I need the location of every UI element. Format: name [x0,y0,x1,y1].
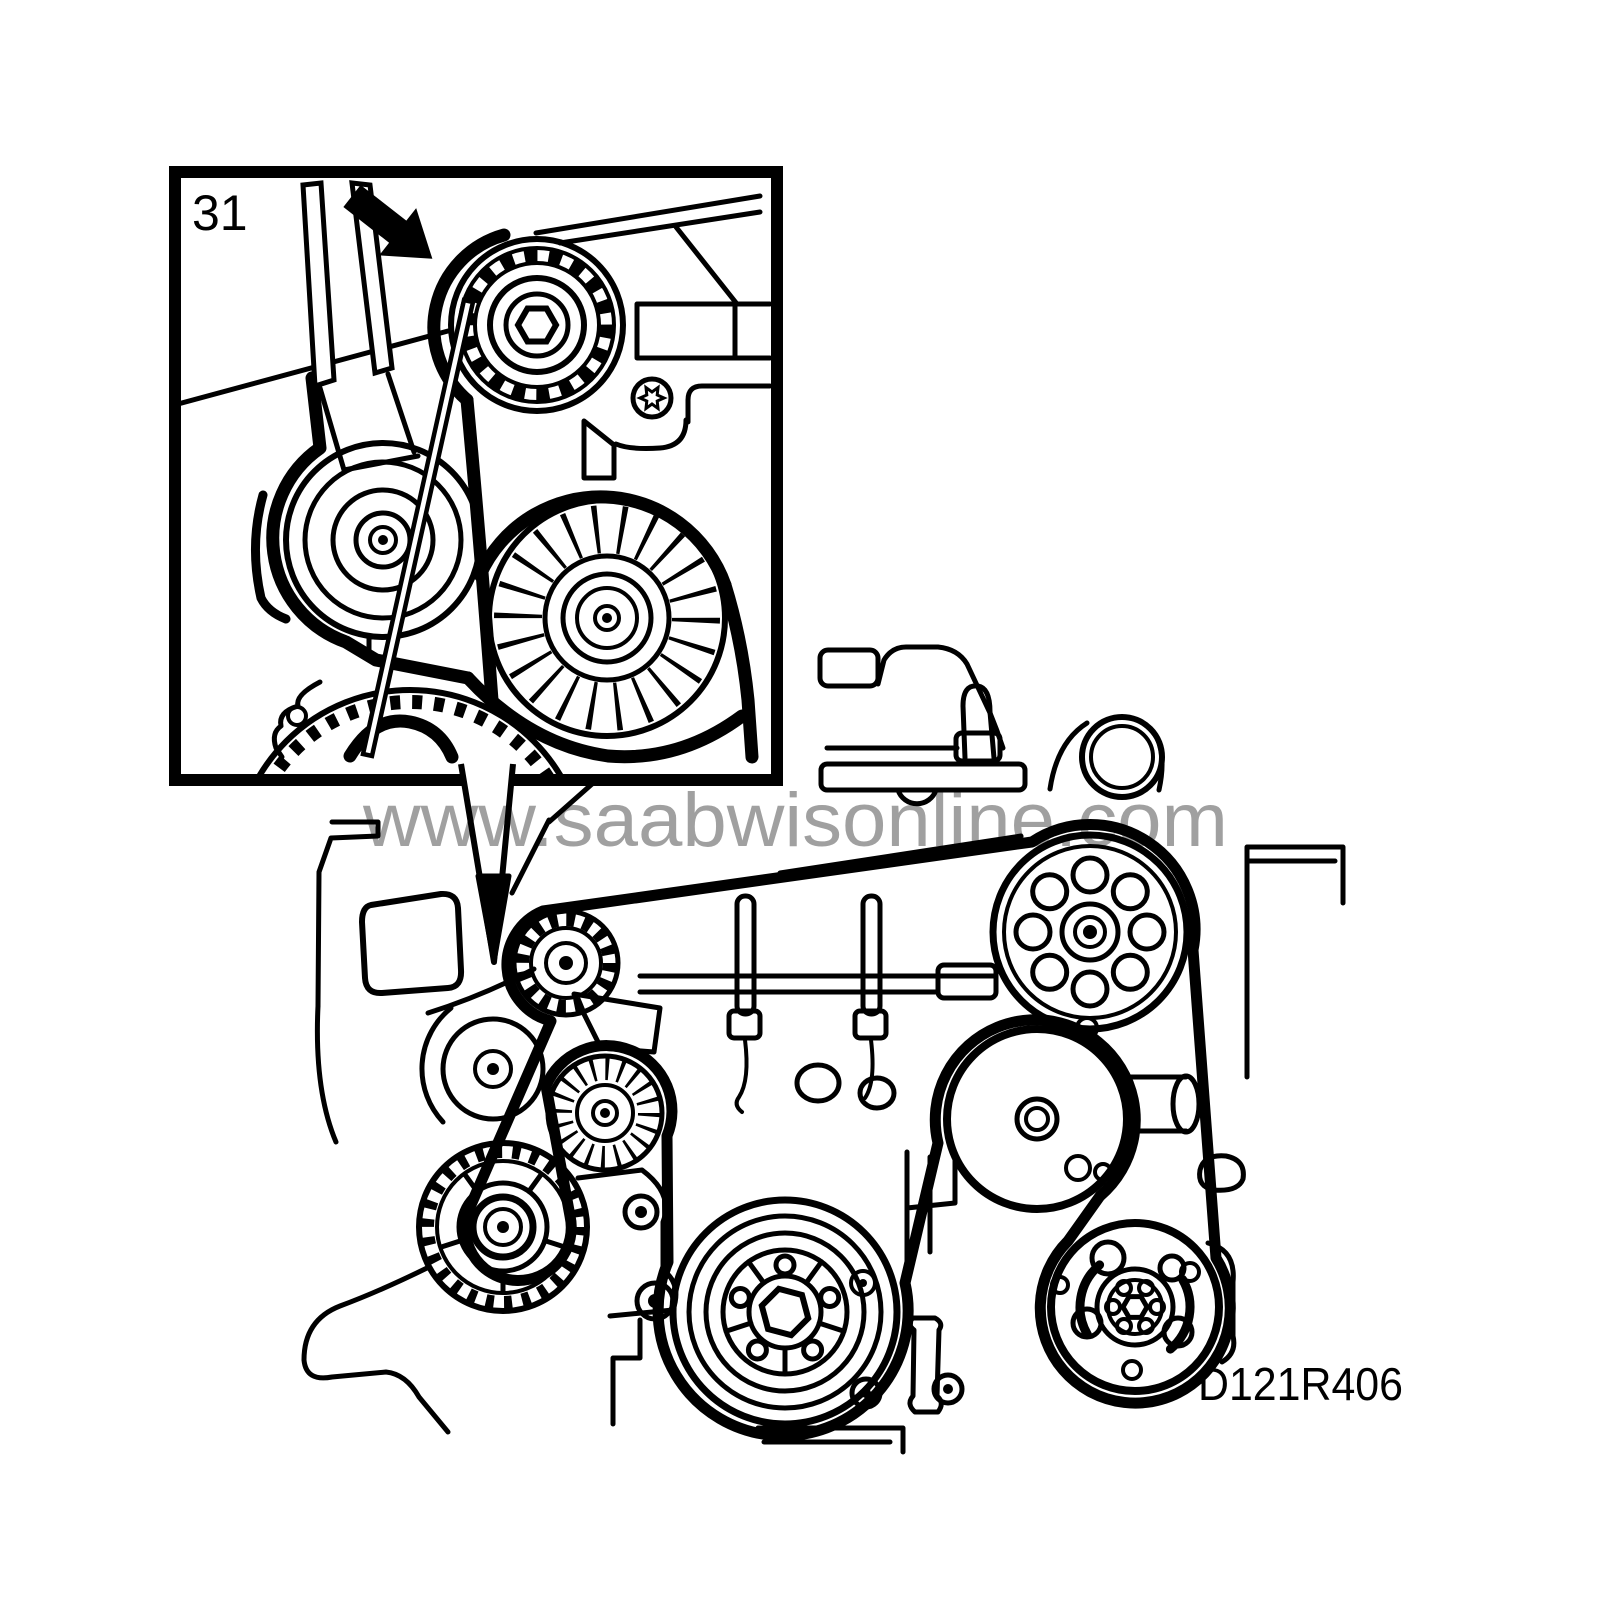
small-idler-pulley [440,1016,546,1122]
power-steering-pump-body [1170,1073,1202,1135]
crankshaft-pulley [669,1196,901,1428]
ribbed-idler-pulley [545,1053,665,1173]
inset-detail-view: 31 [169,166,783,786]
thermostat-housing [1047,714,1165,800]
coolant-pump-pulley-detail [283,440,483,640]
stud-left [734,893,757,1017]
ac-hex [1120,1294,1150,1320]
engine-top-rail [637,893,999,1114]
torx-star [636,384,668,412]
ac-compressor-pulley [1047,1219,1223,1395]
direction-arrow-icon [343,184,433,259]
tensioner-gear-pulley [511,908,621,1018]
crank-bolt-hex [758,1285,812,1339]
ignition-coil [960,683,997,761]
belt-tensioner-pulley-detail [448,236,626,414]
alternator-pulley [989,831,1191,1033]
valve-cover [817,644,1028,807]
engine-block-outline [301,766,1024,1435]
drive-belt [459,819,1236,1442]
figure-code: D121R406 [1198,1358,1403,1410]
engine-front-view [301,644,1346,1455]
watermark-text: www.saabwisonline.com [362,778,1228,863]
power-steering-pulley [943,1025,1131,1213]
support-rods [300,180,395,390]
inset-pointer [458,763,516,965]
inset-label: 31 [192,185,248,241]
torx-screw [630,376,674,420]
stud-right [860,893,883,1017]
pump-housing-band [266,371,475,685]
tensioner-hex-socket [514,305,560,345]
hex-key-tool [360,297,476,759]
air-box [359,890,465,997]
